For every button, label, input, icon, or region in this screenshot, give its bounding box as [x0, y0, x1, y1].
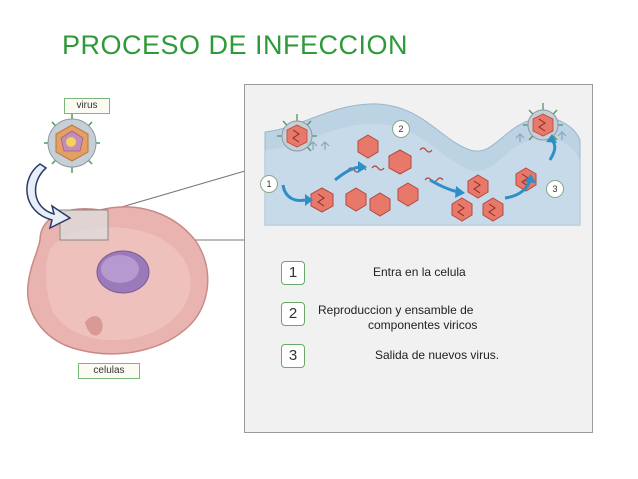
virus-label: virus: [64, 98, 110, 114]
exiting-virus-icon: [523, 103, 563, 141]
step-2-number: 2: [281, 302, 305, 326]
capsid-icon: [388, 149, 412, 175]
entering-virus-icon: [277, 114, 317, 152]
marker-1: 1: [260, 175, 278, 193]
step-1-text: Entra en la celula: [373, 265, 466, 279]
capsid-icon: [310, 187, 334, 213]
capsid-icon: [357, 134, 379, 159]
cell-illustration: [27, 206, 209, 355]
zoom-line-top: [107, 170, 246, 212]
step-2-text-line2: componentes viricos: [368, 318, 478, 332]
marker-2: 2: [392, 120, 410, 138]
zoom-box: [59, 209, 109, 241]
capsid-icon: [397, 182, 419, 207]
step-3-text: Salida de nuevos virus.: [375, 348, 500, 362]
large-virus-icon: [44, 111, 100, 173]
step-2-text-line1: Reproduccion y ensamble de: [318, 303, 474, 317]
capsid-group: [310, 134, 537, 222]
entry-arrow-icon: [26, 163, 72, 230]
marker-3: 3: [546, 180, 564, 198]
page-title: PROCESO DE INFECCION: [62, 30, 409, 60]
step-1-number: 1: [281, 261, 305, 285]
step-3-number: 3: [281, 344, 305, 368]
capsid-icon: [345, 187, 367, 212]
capsid-icon: [369, 192, 391, 217]
celulas-label: celulas: [78, 363, 140, 379]
